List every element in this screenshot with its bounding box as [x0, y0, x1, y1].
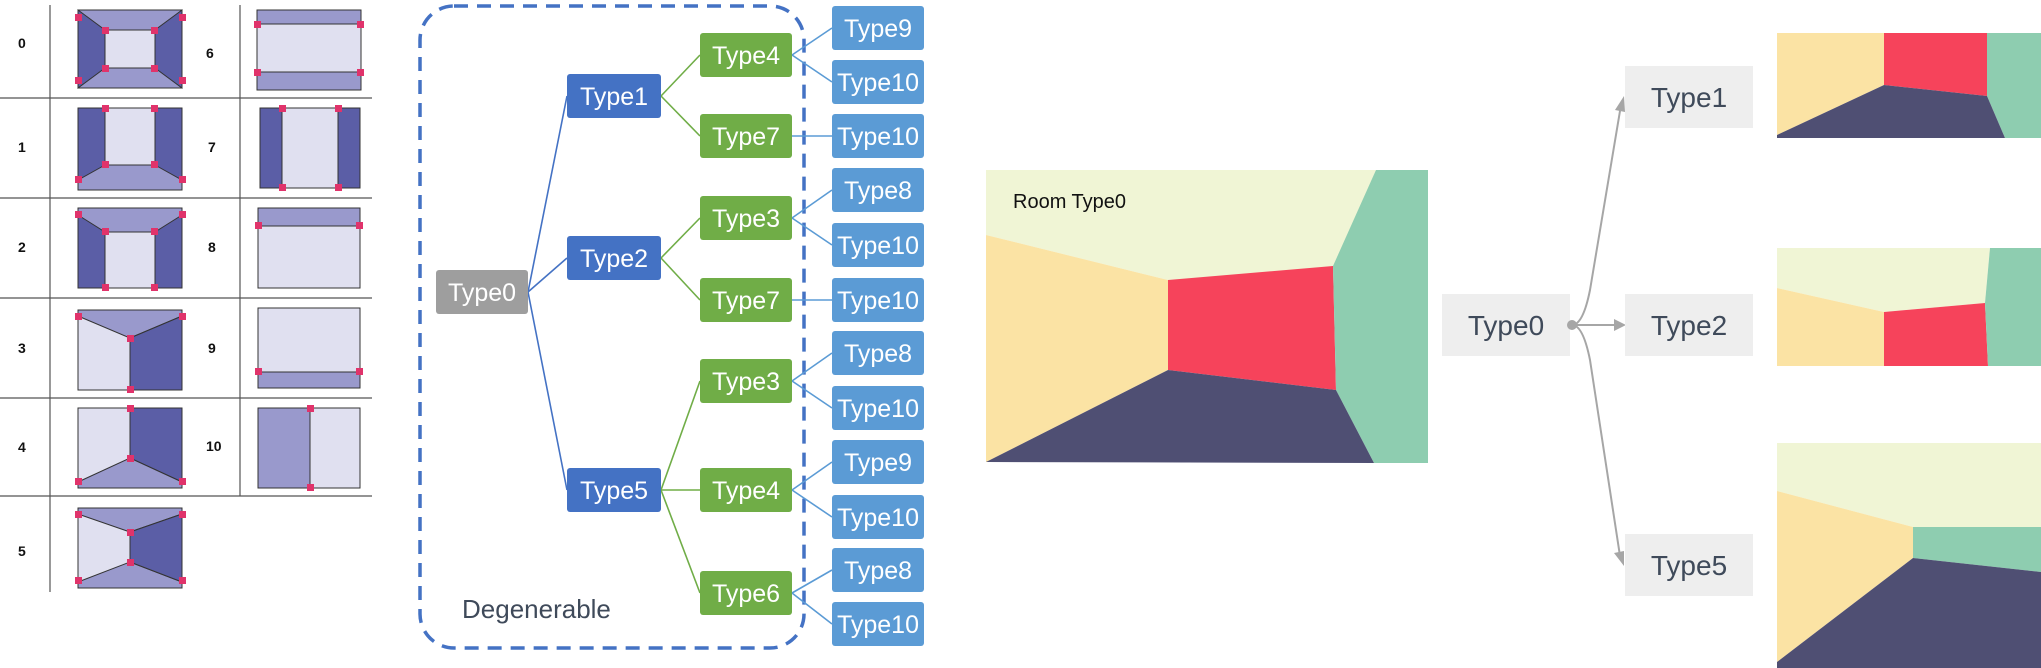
tree-node-l2-2: Type3 — [700, 196, 792, 240]
layout-type-table: 0 1 2 3 4 5 6 7 8 9 10 — [0, 5, 372, 592]
layout-label-0: 0 — [18, 35, 26, 51]
tree-node-l3-2-label: Type10 — [837, 123, 919, 151]
tree-node-root-label: Type0 — [448, 279, 516, 307]
tree-node-l2-0: Type4 — [700, 33, 792, 77]
tree-node-l3-2: Type10 — [832, 114, 924, 158]
tree-node-l1-2-label: Type5 — [580, 477, 648, 505]
layout-label-3: 3 — [18, 340, 26, 356]
tree-node-l2-5-label: Type4 — [712, 477, 780, 505]
tree-node-l1-1-label: Type2 — [580, 245, 648, 273]
room-type2-thumbnail — [1777, 248, 2041, 366]
tree-node-l2-3: Type7 — [700, 278, 792, 322]
tree-node-l3-4: Type10 — [832, 223, 924, 267]
tree-node-l3-3: Type8 — [832, 168, 924, 212]
layout-label-8: 8 — [208, 239, 216, 255]
branch-target-0: Type1 — [1625, 66, 1753, 128]
degenerable-label: Degenerable — [462, 594, 611, 624]
layout-label-7: 7 — [208, 139, 216, 155]
room-type0-image: Room Type0 — [986, 170, 1428, 463]
tree-node-l3-7-label: Type10 — [837, 395, 919, 423]
tree-node-l1-1: Type2 — [567, 236, 661, 280]
branch-source: Type0 — [1442, 294, 1570, 356]
layout-label-2: 2 — [18, 239, 26, 255]
layout-label-10: 10 — [206, 438, 222, 454]
layout-diagram-6 — [254, 9, 364, 91]
tree-node-l3-7: Type10 — [832, 386, 924, 430]
tree-node-l1-0: Type1 — [567, 74, 661, 118]
branch-target-1: Type2 — [1625, 294, 1753, 356]
tree-edges-root — [527, 95, 568, 491]
tree-node-l3-1: Type10 — [832, 60, 924, 104]
tree-node-l1-0-label: Type1 — [580, 83, 648, 111]
layout-diagram-8 — [255, 207, 363, 289]
tree-node-l3-11-label: Type10 — [837, 611, 919, 639]
tree-node-l2-4: Type3 — [700, 359, 792, 403]
tree-node-l3-8: Type9 — [832, 440, 924, 484]
layout-diagram-9 — [255, 307, 363, 389]
tree-node-l2-6: Type6 — [700, 571, 792, 615]
tree-node-l3-0-label: Type9 — [844, 15, 912, 43]
tree-node-l2-5: Type4 — [700, 468, 792, 512]
branch-arrowheads — [1567, 96, 1626, 566]
tree-node-l3-0: Type9 — [832, 6, 924, 50]
layout-diagram-3 — [75, 309, 186, 393]
tree-node-l3-6: Type8 — [832, 331, 924, 375]
tree-node-l2-0-label: Type4 — [712, 42, 780, 70]
tree-node-l3-10: Type8 — [832, 548, 924, 592]
tree-edges-l2 — [791, 27, 833, 625]
tree-node-l2-6-label: Type6 — [712, 580, 780, 608]
tree-node-l2-1: Type7 — [700, 114, 792, 158]
layout-label-6: 6 — [206, 45, 214, 61]
tree-node-root: Type0 — [436, 270, 528, 314]
degenerable-region — [418, 4, 806, 650]
tree-node-l3-3-label: Type8 — [844, 177, 912, 205]
room-type5-thumbnail — [1777, 443, 2041, 668]
tree-node-l2-1-label: Type7 — [712, 123, 780, 151]
tree-node-l1-2: Type5 — [567, 468, 661, 512]
layout-label-9: 9 — [208, 340, 216, 356]
branch-source-label: Type0 — [1468, 310, 1544, 341]
table-grid — [0, 5, 372, 592]
branch-target-2-label: Type5 — [1651, 550, 1727, 581]
degeneration-tree: Type0 Type1 Type2 Type5 Type4 Type7 Type… — [418, 4, 924, 650]
tree-node-l3-1-label: Type10 — [837, 69, 919, 97]
layout-diagram-2 — [75, 207, 186, 291]
layout-diagram-5 — [75, 507, 186, 589]
layout-diagram-7 — [259, 105, 361, 191]
branch-target-1-label: Type2 — [1651, 310, 1727, 341]
layout-diagram-1 — [75, 105, 186, 191]
tree-edges-l1 — [660, 54, 701, 594]
room-type1-thumbnail — [1777, 33, 2041, 138]
tree-node-l3-8-label: Type9 — [844, 449, 912, 477]
tree-node-l3-9-label: Type10 — [837, 504, 919, 532]
branch-diagram: Type0 Type1 Type2 Type5 — [1442, 66, 1753, 596]
tree-node-l2-3-label: Type7 — [712, 287, 780, 315]
tree-node-l3-5: Type10 — [832, 278, 924, 322]
tree-node-l3-6-label: Type8 — [844, 340, 912, 368]
layout-diagram-0 — [75, 9, 186, 89]
tree-node-l3-4-label: Type10 — [837, 232, 919, 260]
tree-node-l3-10-label: Type8 — [844, 557, 912, 585]
layout-label-1: 1 — [18, 139, 26, 155]
layout-label-4: 4 — [18, 439, 26, 455]
layout-diagram-10 — [257, 405, 361, 491]
tree-node-l2-4-label: Type3 — [712, 368, 780, 396]
layout-label-5: 5 — [18, 543, 26, 559]
tree-node-l2-2-label: Type3 — [712, 205, 780, 233]
branch-target-2: Type5 — [1625, 534, 1753, 596]
layout-diagram-4 — [75, 405, 186, 489]
tree-node-l3-11: Type10 — [832, 602, 924, 646]
tree-node-l3-5-label: Type10 — [837, 287, 919, 315]
tree-node-l3-9: Type10 — [832, 495, 924, 539]
branch-target-0-label: Type1 — [1651, 82, 1727, 113]
branch-arrows — [1571, 104, 1622, 557]
room-type0-label: Room Type0 — [1013, 191, 1126, 213]
